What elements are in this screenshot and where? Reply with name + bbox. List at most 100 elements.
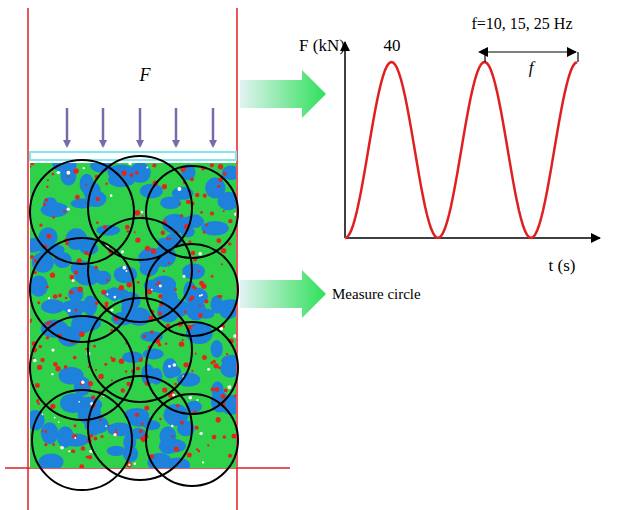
binder-dot	[78, 287, 83, 292]
aggregate-particle	[41, 422, 59, 444]
void-dot	[196, 399, 198, 401]
binder-dot	[105, 301, 109, 305]
binder-dot	[137, 281, 140, 284]
binder-dot	[114, 432, 118, 436]
binder-dot	[161, 231, 165, 235]
pointer-arrow	[240, 270, 326, 318]
void-dot	[68, 450, 70, 452]
axis-title: t (s)	[549, 257, 576, 276]
binder-dot	[176, 404, 179, 407]
void-dot	[114, 296, 117, 299]
binder-dot	[93, 345, 96, 348]
aggregate-particle	[211, 340, 223, 358]
binder-dot	[151, 249, 156, 254]
aggregate-particle	[143, 348, 164, 359]
frequency-note: f=10, 15, 25 Hz	[471, 15, 572, 33]
binder-dot	[89, 434, 93, 438]
binder-dot	[46, 286, 49, 289]
binder-dot	[195, 426, 199, 430]
void-dot	[78, 401, 80, 403]
binder-dot	[226, 353, 228, 355]
binder-dot	[205, 224, 208, 227]
binder-dot	[139, 358, 143, 362]
period-label: f	[529, 59, 534, 78]
binder-dot	[192, 285, 196, 289]
binder-dot	[104, 363, 107, 366]
aggregate-particle	[95, 271, 111, 285]
void-dot	[233, 334, 236, 337]
void-dot	[66, 171, 70, 175]
binder-dot	[47, 179, 49, 181]
void-dot	[227, 385, 231, 389]
void-dot	[151, 289, 153, 291]
void-dot	[234, 212, 236, 216]
binder-dot	[162, 184, 167, 189]
binder-dot	[218, 164, 223, 169]
aggregate-particle	[30, 275, 48, 296]
binder-dot	[35, 383, 40, 388]
binder-dot	[179, 203, 181, 205]
binder-dot	[198, 450, 201, 453]
void-dot	[83, 167, 85, 169]
binder-dot	[204, 299, 208, 303]
void-dot	[51, 348, 54, 351]
binder-dot	[101, 290, 106, 295]
binder-dot	[203, 194, 207, 198]
aggregate-particle	[182, 264, 205, 280]
binder-dot	[119, 285, 124, 290]
wall-line	[27, 8, 29, 510]
binder-dot	[200, 211, 203, 214]
void-dot	[110, 194, 113, 197]
void-dot	[168, 365, 171, 368]
aggregate-particle	[162, 439, 186, 453]
void-dot	[72, 279, 75, 282]
binder-dot	[210, 211, 214, 215]
binder-dot	[95, 302, 98, 305]
void-dot	[202, 461, 204, 463]
binder-dot	[46, 234, 51, 239]
binder-dot	[125, 370, 127, 372]
binder-dot	[41, 430, 43, 432]
aggregate-particle	[107, 446, 126, 456]
binder-dot	[191, 370, 193, 372]
binder-dot	[30, 255, 34, 259]
binder-dot	[182, 339, 184, 341]
void-dot	[146, 166, 148, 168]
void-dot	[199, 432, 202, 435]
binder-dot	[37, 365, 42, 370]
binder-dot	[67, 175, 69, 177]
void-dot	[60, 446, 64, 450]
binder-dot	[174, 446, 179, 451]
binder-dot	[223, 210, 225, 212]
binder-dot	[98, 374, 103, 379]
dimension-tick	[484, 52, 485, 62]
binder-dot	[85, 184, 87, 186]
binder-dot	[125, 225, 130, 230]
aggregate-particle	[30, 238, 42, 253]
binder-dot	[46, 323, 49, 326]
dimension-tick	[577, 52, 578, 62]
aggregate-particle	[123, 433, 136, 451]
aggregate-particle	[143, 420, 160, 430]
void-dot	[172, 394, 175, 397]
aggregate-particle	[83, 296, 97, 316]
void-dot	[177, 187, 181, 191]
force-arrows	[67, 108, 213, 146]
binder-dot	[147, 289, 152, 294]
binder-dot	[91, 395, 95, 399]
binder-dot	[45, 198, 49, 202]
aggregate-particle	[68, 287, 83, 302]
void-dot	[134, 463, 136, 465]
binder-dot	[88, 455, 92, 459]
binder-dot	[163, 270, 165, 272]
binder-dot	[119, 359, 124, 364]
binder-dot	[75, 195, 80, 200]
binder-dot	[135, 413, 139, 417]
binder-dot	[169, 238, 171, 240]
binder-dot	[30, 319, 32, 322]
binder-dot	[203, 231, 206, 234]
binder-dot	[53, 294, 58, 299]
binder-dot	[223, 172, 227, 176]
void-dot	[141, 211, 144, 214]
binder-dot	[134, 231, 136, 233]
